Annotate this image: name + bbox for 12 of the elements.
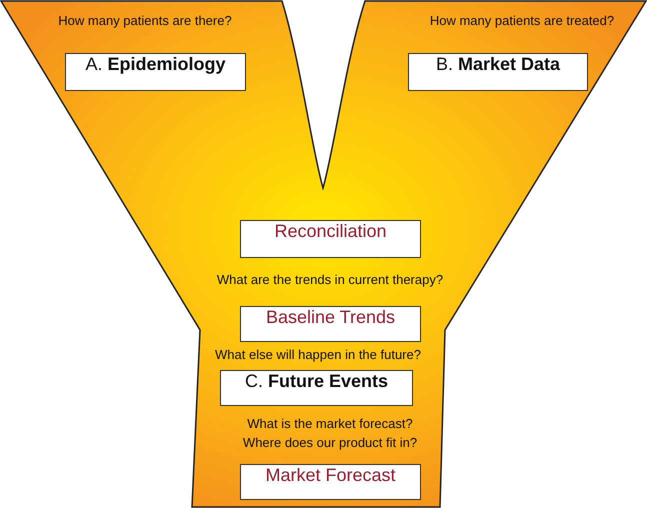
stage-box: B. Market Data: [408, 53, 588, 91]
question-text: How many patients are there?: [58, 13, 232, 28]
question-text: What is the market forecast?: [247, 416, 413, 431]
question-text: How many patients are treated?: [430, 13, 614, 28]
question-text: What else will happen in the future?: [215, 347, 421, 362]
stage-box: A. Epidemiology: [65, 53, 246, 91]
question-text: What are the trends in current therapy?: [216, 272, 444, 287]
question-text: Where does our product fit in?: [242, 435, 418, 450]
stage-box: Market Forecast: [240, 464, 421, 500]
stage-box: Reconciliation: [240, 220, 421, 258]
stage-box: C. Future Events: [220, 370, 413, 406]
stage-box: Baseline Trends: [240, 306, 421, 342]
